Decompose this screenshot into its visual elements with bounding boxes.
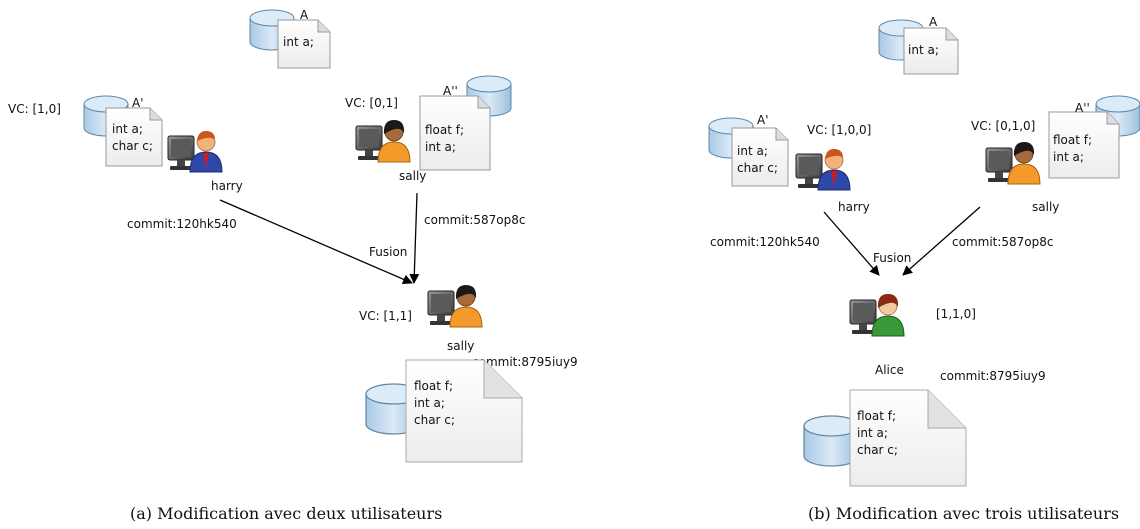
document-icon <box>903 27 959 75</box>
left-user-sally: sally <box>355 119 426 183</box>
merge-arrow <box>823 211 880 276</box>
figure-caption: (b) Modification avec trois utilisateurs <box>808 504 1119 523</box>
left-merged-user: VC: [1,1] sally commit:8795iuy9 <box>359 284 578 369</box>
user-name: sally <box>1032 200 1059 214</box>
doc-label: A <box>929 15 938 29</box>
right-merged-user: [1,1,0] Alice commit:8795iuy9 <box>849 293 1046 383</box>
document-icon <box>419 95 491 171</box>
doc-line: int a; <box>908 43 939 57</box>
left-merged-doc: float f; int a; char c; <box>365 359 523 463</box>
doc-line: int a; <box>283 35 314 49</box>
vector-clock-label: VC: [0,1] <box>345 96 398 110</box>
user-name: harry <box>211 179 243 193</box>
doc-line: char c; <box>414 413 455 427</box>
document-icon <box>277 19 331 69</box>
user-avatar-icon <box>427 284 483 328</box>
user-avatar-icon <box>985 141 1041 185</box>
doc-label: A'' <box>1075 101 1090 115</box>
user-name: sally <box>447 339 474 353</box>
vector-clock-label: VC: [0,1,0] <box>971 119 1035 133</box>
doc-line: int a; <box>414 396 445 410</box>
user-avatar-icon <box>355 119 411 163</box>
commit-label: commit:8795iuy9 <box>472 355 578 369</box>
vector-clock-label: VC: [1,0,0] <box>807 123 871 137</box>
vector-clock-label: VC: [1,1] <box>359 309 412 323</box>
doc-label: A <box>300 8 309 22</box>
right-user-harry: harry <box>795 148 870 214</box>
doc-line: int a; <box>857 426 888 440</box>
doc-label: A' <box>132 96 144 110</box>
fusion-label: Fusion <box>369 245 407 259</box>
document-icon <box>405 359 523 463</box>
left-diagram: A int a; VC: [1,0] A' int a; char c; har… <box>8 8 578 523</box>
doc-label: A'' <box>443 84 458 98</box>
doc-line: float f; <box>857 409 896 423</box>
commit-label: commit:8795iuy9 <box>940 369 1046 383</box>
commit-label: commit:120hk540 <box>127 217 237 231</box>
commit-label: commit:587op8c <box>952 235 1054 249</box>
doc-line: int a; <box>1053 150 1084 164</box>
doc-line: char c; <box>737 161 778 175</box>
user-name: Alice <box>875 363 904 377</box>
doc-line: float f; <box>1053 133 1092 147</box>
doc-line: int a; <box>737 144 768 158</box>
doc-label: A' <box>757 113 769 127</box>
doc-line: char c; <box>112 139 153 153</box>
doc-line: int a; <box>425 140 456 154</box>
commit-label: commit:120hk540 <box>710 235 820 249</box>
vector-clock-label: [1,1,0] <box>936 307 976 321</box>
document-icon <box>1048 111 1120 179</box>
right-diagram: A int a; A' int a; char c; VC: [1,0,0] h… <box>708 15 1140 523</box>
commit-label: commit:587op8c <box>424 213 526 227</box>
right-doc-harry: A' int a; char c; VC: [1,0,0] <box>708 113 871 187</box>
merge-arrow <box>409 192 420 284</box>
doc-line: int a; <box>112 122 143 136</box>
document-icon <box>105 107 163 167</box>
user-name: sally <box>399 169 426 183</box>
right-doc-sally: VC: [0,1,0] A'' float f; int a; <box>971 95 1140 179</box>
left-doc-harry: VC: [1,0] A' int a; char c; <box>8 95 163 167</box>
doc-line: float f; <box>414 379 453 393</box>
merge-arrow <box>219 199 413 285</box>
user-avatar-icon <box>849 293 905 337</box>
document-icon <box>731 127 789 187</box>
left-user-harry: harry <box>167 130 243 193</box>
left-doc-top: A int a; <box>249 8 331 69</box>
doc-line: float f; <box>425 123 464 137</box>
right-doc-top: A int a; <box>878 15 959 75</box>
user-avatar-icon <box>167 130 223 173</box>
vector-clock-label: VC: [1,0] <box>8 102 61 116</box>
left-doc-sally: VC: [0,1] A'' float f; int a; <box>345 75 512 171</box>
user-avatar-icon <box>795 148 851 191</box>
right-merged-doc: float f; int a; char c; <box>803 389 967 487</box>
figure-caption: (a) Modification avec deux utilisateurs <box>130 504 442 523</box>
fusion-label: Fusion <box>873 251 911 265</box>
right-user-sally: sally <box>985 141 1059 214</box>
user-name: harry <box>838 200 870 214</box>
doc-line: char c; <box>857 443 898 457</box>
merge-arrow <box>902 206 981 276</box>
